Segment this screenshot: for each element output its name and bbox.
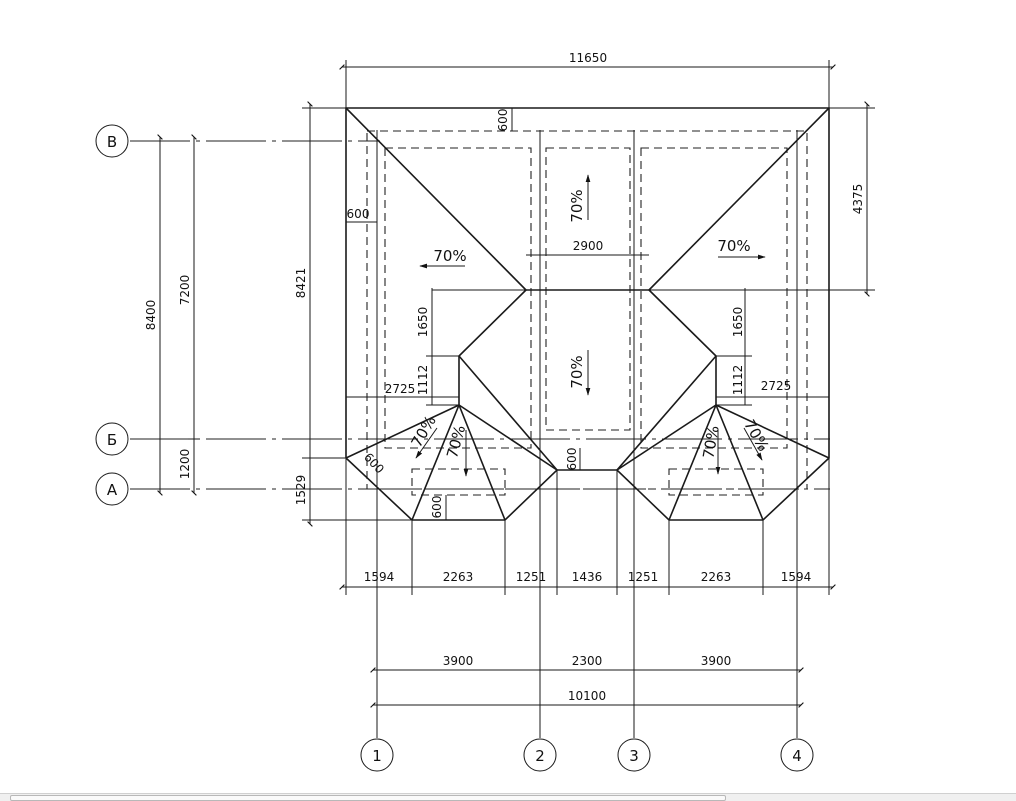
slope-label: 70% <box>433 247 466 265</box>
slope-arrows <box>415 174 766 477</box>
dim-1112-right: 1112 <box>731 365 745 396</box>
dim-2725-left: 2725 <box>385 382 416 396</box>
dim-ridge: 2900 <box>573 239 604 253</box>
dim-overhang-left: 600 <box>347 207 370 221</box>
slope-label: 70% <box>568 189 586 222</box>
dim-top: 11650 <box>569 51 607 65</box>
column-axis-markers: 1 2 3 4 <box>360 738 814 772</box>
dim-bottom: 1594 <box>364 570 395 584</box>
dim-2725-right: 2725 <box>761 379 792 393</box>
dim-axes: 3900 <box>443 654 474 668</box>
axis-label-col: 3 <box>629 747 639 765</box>
row-axis-markers: В Б А <box>95 124 129 506</box>
axis-label-row: В <box>107 133 117 151</box>
dim-bottom: 2263 <box>701 570 732 584</box>
dim-1650-left: 1650 <box>416 307 430 338</box>
axis-label-row: А <box>107 481 118 499</box>
dim-left: 1200 <box>178 449 192 480</box>
slope-label: 70% <box>740 417 772 455</box>
dim-600-vert: 600 <box>430 496 444 519</box>
dim-left: 8400 <box>144 300 158 331</box>
scrollbar-thumb[interactable] <box>10 795 726 801</box>
axis-label-col: 4 <box>792 747 802 765</box>
dim-axes: 2300 <box>572 654 603 668</box>
dim-1112-left: 1112 <box>416 365 430 396</box>
dim-left: 7200 <box>178 275 192 306</box>
dim-bottom: 1251 <box>516 570 547 584</box>
dim-bottom: 1436 <box>572 570 603 584</box>
dim-bottom: 1251 <box>628 570 659 584</box>
axis-label-col: 1 <box>372 747 382 765</box>
dimension-lines <box>157 60 875 708</box>
dim-left: 1529 <box>294 475 308 506</box>
dimension-labels: 11650 4375 8400 7200 1200 8421 1529 1594… <box>144 51 865 703</box>
dim-right: 4375 <box>851 184 865 215</box>
dim-axes: 3900 <box>701 654 732 668</box>
slope-label: 70% <box>717 237 750 255</box>
grid-axes <box>130 130 830 738</box>
dim-total: 10100 <box>568 689 606 703</box>
axis-label-row: Б <box>107 431 117 449</box>
dim-overhang-top: 600 <box>496 109 510 132</box>
dim-left: 8421 <box>294 268 308 299</box>
slope-labels: 70% 70% 70% 70% 70% 70% 70% 70% <box>408 189 773 460</box>
slope-label: 70% <box>699 424 723 460</box>
dim-bottom: 2263 <box>443 570 474 584</box>
dim-1650-right: 1650 <box>731 307 745 338</box>
dim-600-diag: 600 <box>361 450 387 476</box>
dim-600-center: 600 <box>565 448 579 471</box>
slope-label: 70% <box>568 355 586 388</box>
axis-label-col: 2 <box>535 747 545 765</box>
slope-label: 70% <box>443 423 469 460</box>
dim-bottom: 1594 <box>781 570 812 584</box>
